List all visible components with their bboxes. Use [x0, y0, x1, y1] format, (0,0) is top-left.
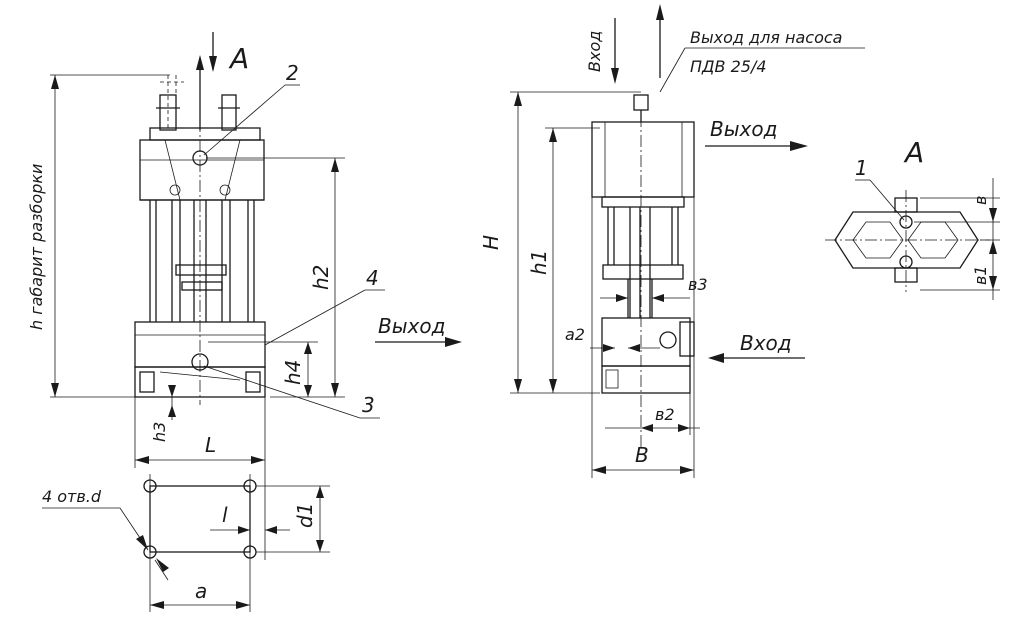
h-disassembly-label: h габарит разборки [27, 164, 46, 330]
H-label: H [479, 235, 503, 250]
pump-outlet-line1: Выход для насоса [690, 28, 842, 47]
h2-label: h2 [309, 265, 333, 290]
h4-label: h4 [281, 360, 305, 385]
a2-label: a2 [565, 325, 585, 344]
h3-label: h3 [150, 422, 169, 442]
view-a-marker-top: A [228, 42, 249, 75]
L-label: L [205, 433, 216, 457]
mounting-hole-pattern: 4 отв.d d1 l a [42, 474, 330, 612]
front-view: h габарит разборки [27, 32, 462, 560]
callout-1: 1 [855, 156, 868, 180]
view-a-marker-side: A [903, 136, 924, 169]
callout-2: 2 [286, 61, 299, 85]
b1-label: в1 [971, 265, 990, 285]
l-label: l [222, 503, 228, 527]
pump-outlet-line2: ПДВ 25/4 [690, 57, 767, 76]
inlet-top-label: Вход [585, 31, 604, 72]
outlet-right-label: Выход [710, 117, 777, 141]
view-a: A 1 в в1 [825, 136, 1000, 300]
b-label: в [971, 196, 990, 205]
inlet-right-label: Вход [740, 331, 792, 355]
b2-label: в2 [655, 405, 675, 424]
d1-label: d1 [293, 503, 317, 528]
B-label: B [635, 443, 649, 467]
callout-4: 4 [366, 266, 379, 290]
callout-3: 3 [362, 393, 375, 417]
outlet-left-label: Выход [378, 314, 445, 338]
a-label: a [195, 579, 207, 603]
side-view: Вход Выход для насоса ПДВ 25/4 H h1 [479, 4, 865, 478]
holes-label: 4 отв.d [42, 487, 102, 506]
h1-label: h1 [527, 250, 551, 275]
b3-label: в3 [688, 275, 708, 294]
